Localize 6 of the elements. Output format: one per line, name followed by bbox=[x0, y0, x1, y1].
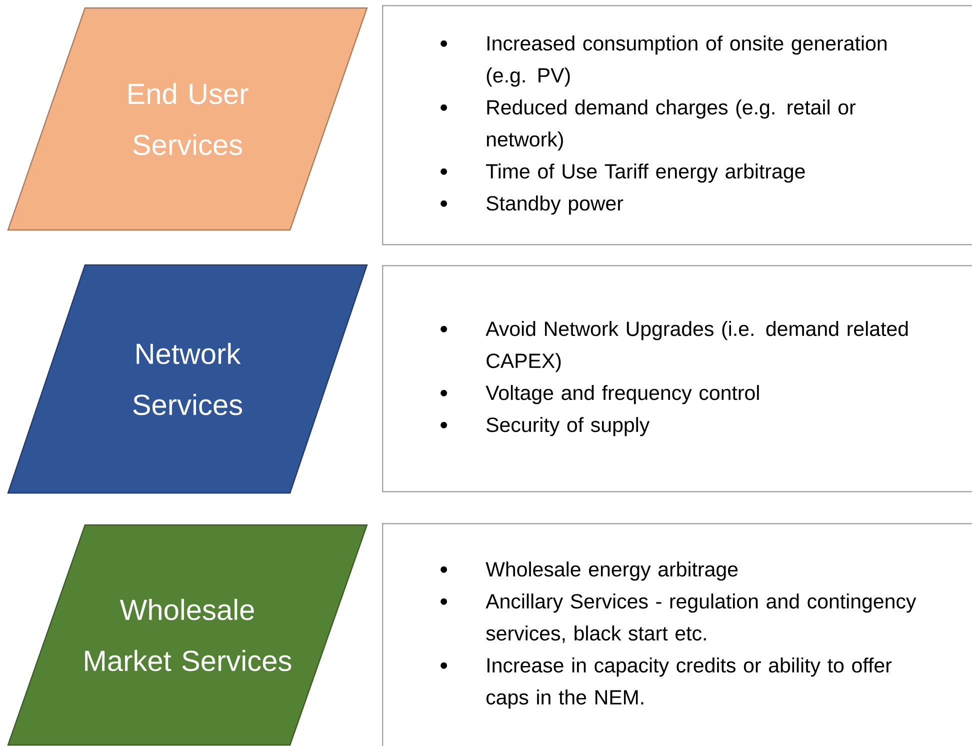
text-box: Wholesale energy arbitrage Ancillary Services - regulation and contingency services, black start etc. Increase in capacity credits or ability to offer caps in the NEM. bbox=[382, 523, 972, 746]
parallelogram: Wholesale Market Services bbox=[7, 524, 368, 746]
text-box: Avoid Network Upgrades (i.e. demand related CAPEX) Voltage and frequency control Security of supply bbox=[382, 265, 972, 492]
parallelogram: Network Services bbox=[7, 264, 368, 494]
text-box: Increased consumption of onsite generation (e.g. PV) Reduced demand charges (e.g. retail or network) Time of Use Tariff energy arbitrage Standby power bbox=[382, 5, 972, 246]
parallelogram: End User Services bbox=[7, 7, 368, 231]
